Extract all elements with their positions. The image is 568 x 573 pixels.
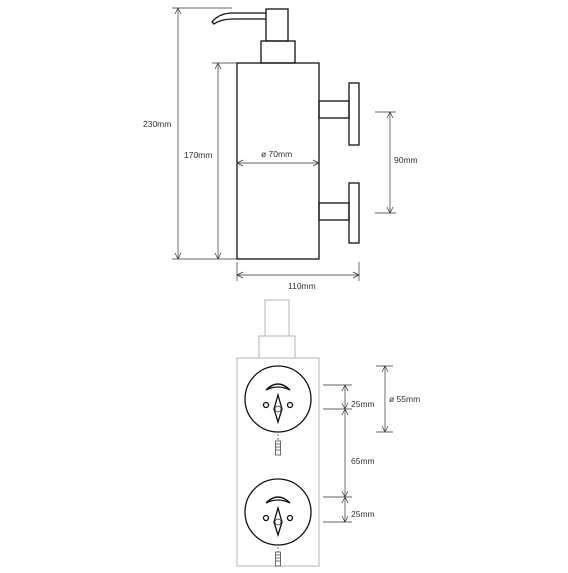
dim-line-lower-offset: [323, 496, 352, 523]
upper-wall-bracket: [318, 82, 360, 146]
upper-rosette: [244, 365, 312, 433]
dim-label-lower-offset: 25mm: [351, 509, 375, 519]
dim-line-depth: [236, 262, 360, 281]
dim-label-body-height: 170mm: [184, 150, 212, 160]
dim-label-total-height: 230mm: [143, 119, 171, 129]
container-body: [236, 62, 320, 260]
dim-line-bracket-spacing: [375, 111, 396, 214]
side-view: 230mm 170mm ø 70mm 90mm: [143, 7, 418, 291]
dim-label-bracket-spacing: 90mm: [394, 155, 418, 165]
dim-label-upper-offset: 25mm: [351, 399, 375, 409]
dim-label-diameter: ø 70mm: [261, 149, 292, 159]
dim-label-depth: 110mm: [288, 281, 316, 291]
dim-label-rosette-diameter: ø 55mm: [389, 394, 420, 404]
pump-collar-outline: [258, 335, 296, 359]
dim-line-diameter: [236, 159, 320, 167]
dim-label-between: 65mm: [351, 456, 375, 466]
lower-rosette: [244, 478, 312, 546]
dim-line-body-height: [212, 62, 237, 260]
pump-head-outline: [264, 299, 290, 337]
pump-spout: [211, 12, 266, 25]
dim-line-upper-offset: [323, 384, 352, 410]
dim-line-rosette-diameter: [376, 365, 393, 433]
lower-screw: [275, 547, 281, 567]
lower-wall-bracket: [318, 182, 360, 244]
back-view: ø 55mm 25mm 65mm 25mm: [236, 299, 420, 567]
upper-screw: [275, 434, 281, 456]
dim-line-between: [323, 408, 352, 498]
pump-head: [265, 8, 289, 42]
pump-collar: [260, 40, 296, 64]
dim-line-total-height: [172, 7, 237, 260]
